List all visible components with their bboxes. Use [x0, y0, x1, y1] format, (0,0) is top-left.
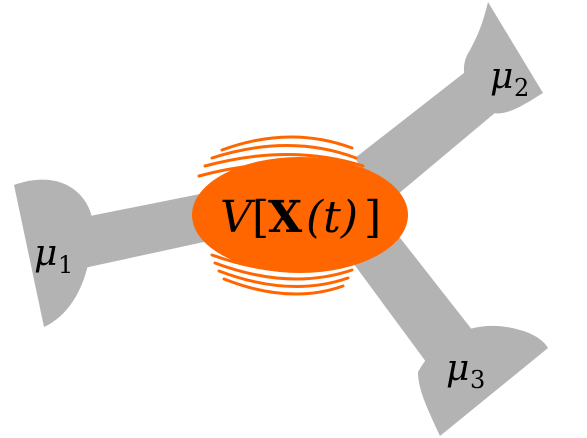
central-label-close-bracket: ] — [364, 192, 381, 243]
lead-3-terminal — [418, 325, 548, 436]
lead-1-terminal — [14, 179, 94, 327]
lead-2-terminal — [463, 2, 543, 114]
central-potential-ellipse — [192, 157, 408, 273]
central-label-symbol: X — [268, 192, 303, 243]
lead-2: μ 2 — [355, 2, 543, 205]
lead-3: μ 3 — [345, 225, 548, 436]
central-label-argument: (t) — [306, 192, 358, 243]
lead-3-arm — [345, 225, 484, 370]
lead-2-arm — [355, 62, 508, 205]
lead-1-symbol: μ — [34, 233, 57, 274]
central-label: V [ X (t) ] — [220, 192, 381, 243]
central-label-open-bracket: [ — [252, 192, 269, 243]
lead-3-symbol: μ — [446, 348, 469, 389]
lead-3-subscript: 3 — [470, 366, 485, 394]
lead-1-subscript: 1 — [58, 251, 73, 279]
lead-2-subscript: 2 — [514, 74, 529, 102]
lead-2-symbol: μ — [490, 56, 513, 97]
central-label-prefix: V — [220, 192, 256, 243]
